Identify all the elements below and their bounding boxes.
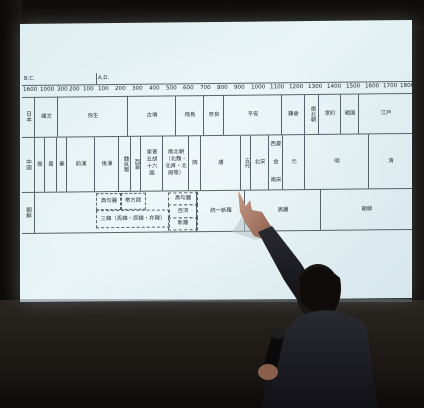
pointing-hand	[238, 190, 272, 240]
screen-bottom-edge	[20, 299, 412, 302]
